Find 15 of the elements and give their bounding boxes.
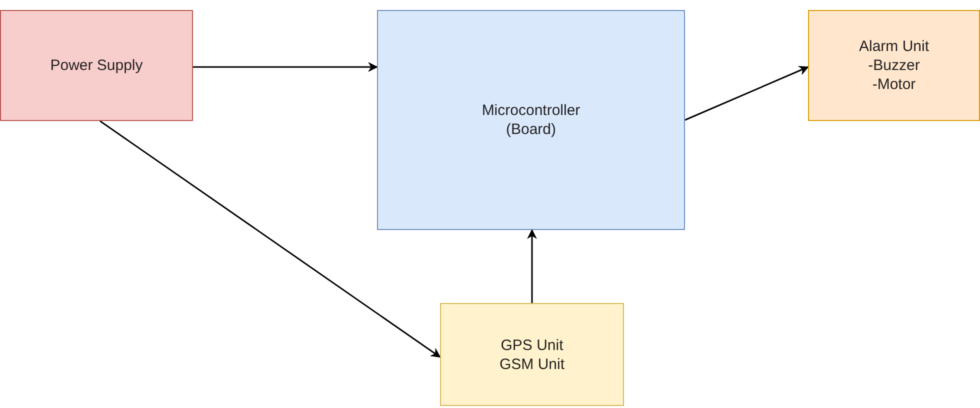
microcontroller-box (377, 10, 685, 230)
arrow (527, 229, 537, 303)
node-label: -Motor (872, 75, 916, 94)
node-label: Alarm Unit (858, 37, 929, 56)
arrow (193, 62, 378, 72)
arrow (100, 120, 441, 358)
node-label: GSM Unit (499, 354, 564, 374)
node-label: GPS Unit (500, 336, 564, 354)
communication-unit-box (440, 303, 624, 406)
arrow (684, 66, 809, 121)
node-label: Power Supply (50, 56, 143, 75)
alarm-unit-box (808, 10, 980, 121)
node-label: -Buzzer (868, 56, 920, 75)
power-supply-box (0, 10, 193, 121)
node-label: Microcontroller (Board) (480, 101, 582, 139)
